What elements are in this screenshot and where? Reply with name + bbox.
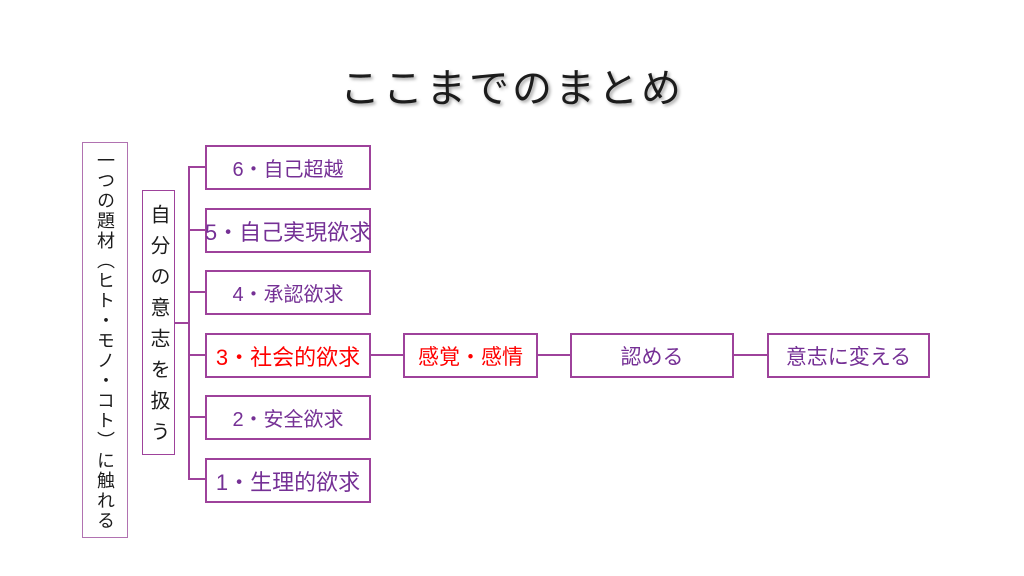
- will-box-label: 自分の意志を扱う: [147, 204, 169, 452]
- connector-branch-5: [189, 229, 205, 231]
- connector-branch-2: [189, 416, 205, 418]
- flow-box-sense-emotion: 感覚・感情: [403, 333, 538, 378]
- need-box-1-physiological: 1・生理的欲求: [205, 458, 371, 503]
- topic-box-label: 一つの題材（ヒト・モノ・コト）に触れる: [95, 151, 115, 531]
- will-box: 自分の意志を扱う: [142, 190, 175, 455]
- connector-branch-6: [189, 166, 205, 168]
- need-box-6-self-transcendence: 6・自己超越: [205, 145, 371, 190]
- need-box-4-label: 4・承認欲求: [232, 284, 344, 306]
- slide-title: ここまでのまとめ: [340, 67, 684, 111]
- need-box-6-label: 6・自己超越: [232, 159, 344, 181]
- need-box-4-esteem: 4・承認欲求: [205, 270, 371, 315]
- flow-box-change-to-will-label: 意志に変える: [785, 345, 912, 369]
- need-box-3-label: 3・社会的欲求: [215, 344, 361, 370]
- need-box-1-label: 1・生理的欲求: [215, 469, 361, 495]
- flow-box-accept-label: 認める: [620, 345, 684, 369]
- flow-box-change-to-will: 意志に変える: [767, 333, 930, 378]
- flow-box-sense-emotion-label: 感覚・感情: [418, 345, 523, 369]
- topic-box: 一つの題材（ヒト・モノ・コト）に触れる: [82, 142, 128, 538]
- connector-social-to-sense: [371, 354, 403, 356]
- connector-accept-to-will: [734, 354, 767, 356]
- connector-branch-3: [189, 354, 205, 356]
- connector-trunk: [188, 166, 190, 480]
- need-box-3-social: 3・社会的欲求: [205, 333, 371, 378]
- flow-box-accept: 認める: [570, 333, 734, 378]
- need-box-5-self-actualization: 5・自己実現欲求: [205, 208, 371, 253]
- need-box-5-label: 5・自己実現欲求: [204, 219, 372, 245]
- need-box-2-safety: 2・安全欲求: [205, 395, 371, 440]
- connector-sense-to-accept: [538, 354, 570, 356]
- need-box-2-label: 2・安全欲求: [232, 409, 344, 431]
- connector-branch-1: [189, 478, 205, 480]
- connector-branch-4: [189, 291, 205, 293]
- connector-will-to-trunk: [174, 322, 189, 324]
